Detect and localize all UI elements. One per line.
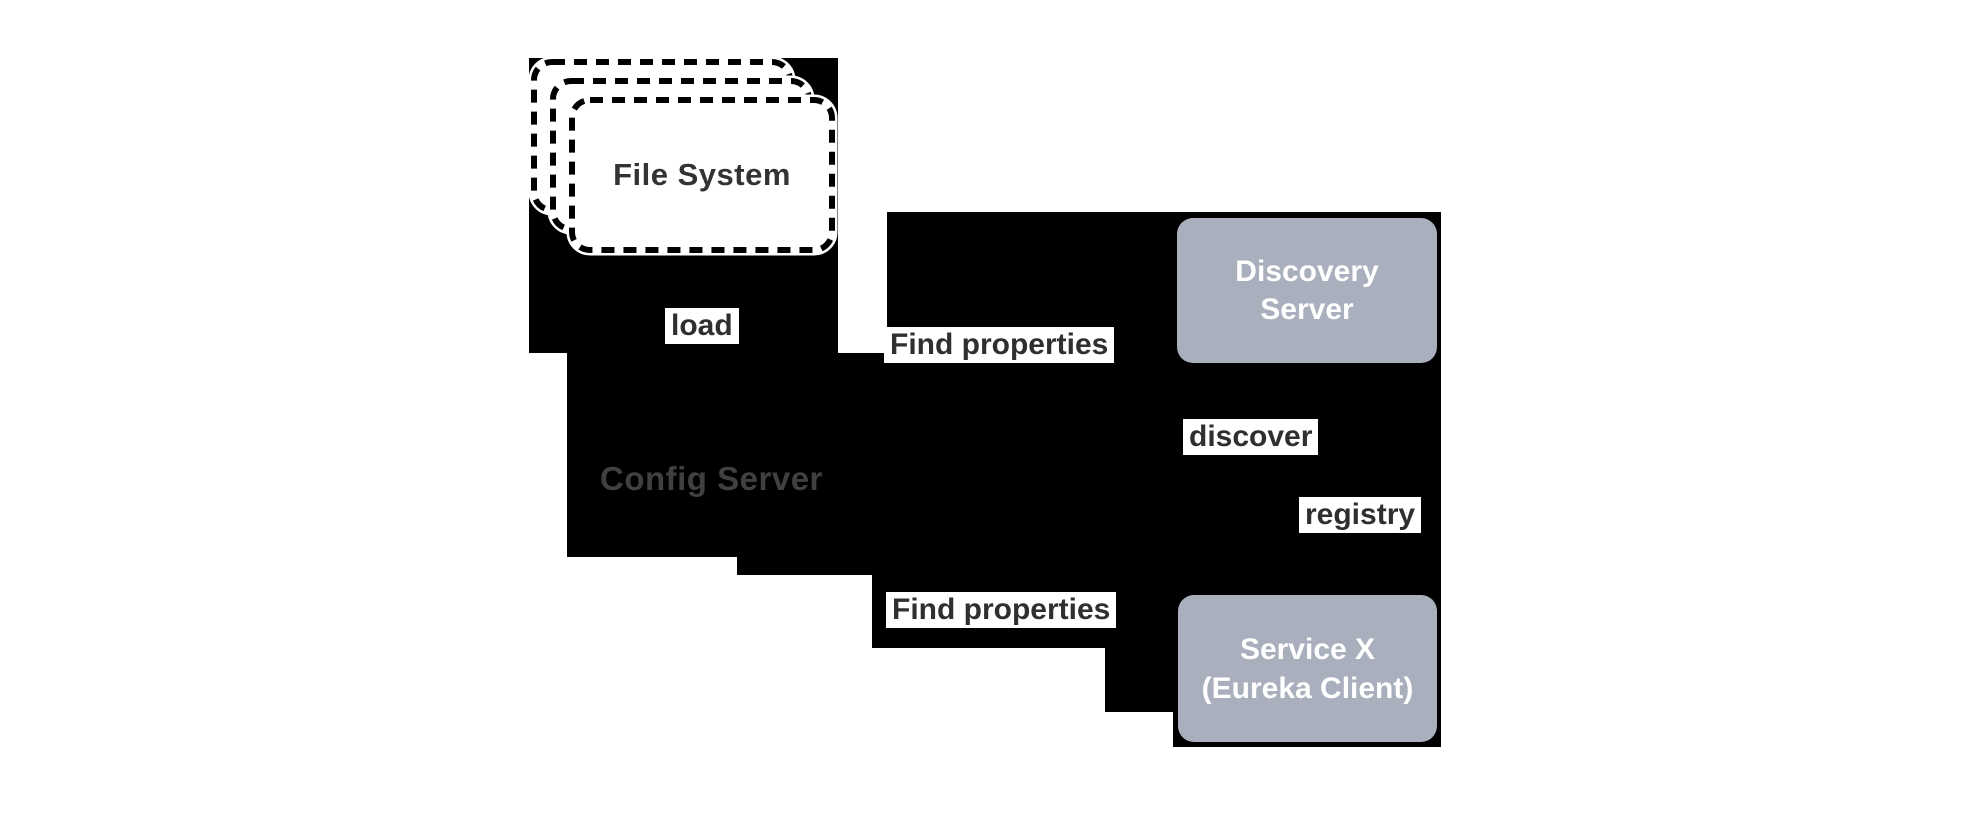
edge-label-load: load: [665, 308, 739, 344]
file-system-stack: [529, 58, 838, 256]
config-server-node-label: Config Server: [600, 460, 823, 497]
discovery-server-node: Discovery Server: [1177, 218, 1437, 363]
edge-label-find-properties-bottom: Find properties: [886, 592, 1117, 628]
edge-label-find-properties-top: Find properties: [884, 327, 1115, 363]
discovery-server-label-line2: Server: [1260, 292, 1354, 326]
file-system-node-label: File System: [613, 157, 791, 192]
service-x-label-line1: Service X: [1239, 632, 1376, 666]
edge-label-discover: discover: [1183, 419, 1319, 455]
background-region-lower-step: [1105, 353, 1173, 712]
file-system-box-front: [566, 94, 838, 256]
service-x-node: Service X (Eureka Client): [1178, 595, 1437, 742]
service-x-label-line2: (Eureka Client): [1201, 671, 1414, 705]
background-region-config-left: [567, 353, 737, 557]
background-region-config-mid: [737, 353, 872, 575]
edge-label-registry: registry: [1299, 497, 1422, 533]
discovery-server-label-line1: Discovery: [1235, 254, 1379, 288]
